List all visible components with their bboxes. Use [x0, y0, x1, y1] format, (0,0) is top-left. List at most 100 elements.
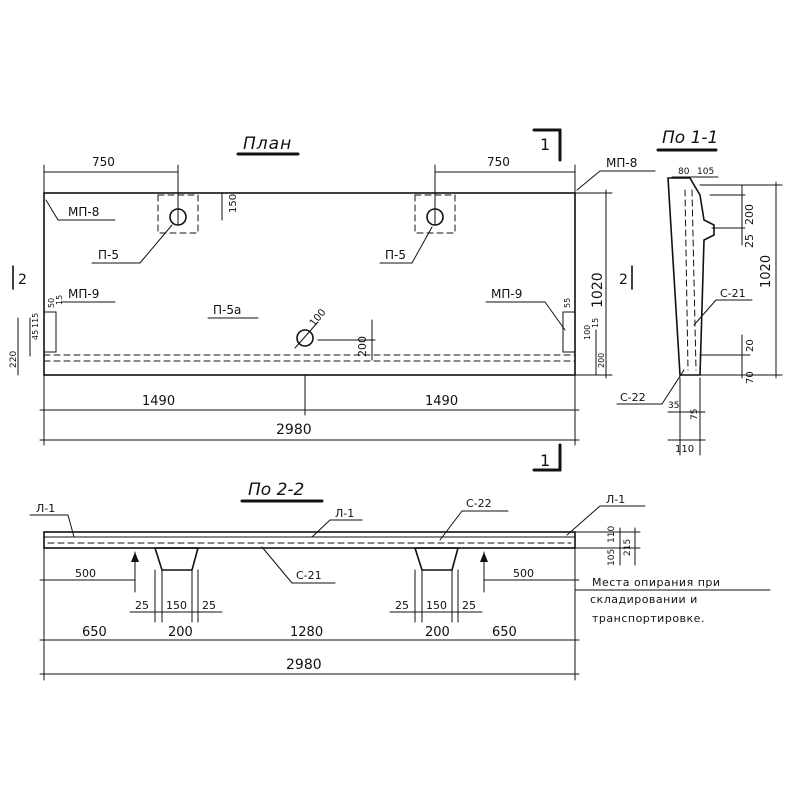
mp9-right-label: МП-9: [491, 287, 522, 301]
cut-1-top: 1: [540, 135, 550, 154]
dim-150: 150: [228, 194, 239, 213]
leader: [411, 226, 433, 264]
leader: [544, 301, 566, 331]
leader: [661, 369, 685, 405]
dim-220: 220: [9, 351, 19, 368]
loop-axis: [294, 321, 319, 349]
p5-left-label: П-5: [98, 248, 119, 262]
mp8-left-label: МП-8: [68, 205, 99, 219]
mp9-left-label: МП-9: [68, 287, 99, 301]
dim-105: 105: [697, 167, 714, 177]
section-2-2: По 2-2 Л-1 Л-1 Л-1 С-22 С-21 105 110: [29, 480, 771, 681]
dim-750-left: 750: [92, 155, 115, 169]
dim-35: 35: [668, 401, 679, 411]
note-line-3: транспортировке.: [592, 612, 705, 625]
loop-box-right: [414, 194, 456, 234]
dim-200-right: 200: [425, 625, 450, 640]
dim-500-right: 500: [513, 567, 534, 580]
beam-outline: [43, 531, 576, 549]
embed-mp9-left: [43, 311, 57, 353]
dim-25: 25: [743, 234, 756, 248]
c21-label-s11: С-21: [720, 287, 746, 300]
dim-75: 75: [690, 409, 700, 420]
leader: [439, 510, 463, 541]
support-right: [413, 547, 460, 571]
c22-label-s22: С-22: [466, 497, 492, 510]
section-11-title: По 1-1: [662, 128, 718, 148]
dim-80: 80: [678, 167, 690, 177]
plan-title: План: [243, 134, 292, 154]
dim-215: 215: [623, 539, 633, 556]
leader: [45, 199, 59, 221]
leader: [693, 299, 717, 326]
dim-2980-s22: 2980: [286, 657, 322, 673]
rebar-line: [691, 189, 697, 371]
l1-mid-label: Л-1: [335, 507, 354, 520]
dim-200-left: 200: [168, 625, 193, 640]
leader: [67, 514, 75, 538]
dim-200: 200: [743, 204, 756, 225]
mp8-right-label: МП-8: [606, 156, 637, 170]
dim-200b: 200: [597, 353, 606, 368]
dim-45: 45: [31, 330, 40, 340]
dim-15b: 15: [591, 318, 600, 328]
dim-110-s22: 110: [607, 526, 617, 543]
leader: [576, 170, 601, 191]
embed-mp9-right: [562, 311, 576, 353]
dim-25-b: 25: [202, 599, 216, 612]
dim-500-left: 500: [75, 567, 96, 580]
arrow-head: [480, 552, 488, 562]
note-line-2: складировании и: [590, 593, 698, 606]
plan-slab-outline: [43, 192, 576, 376]
l1-left-label: Л-1: [36, 502, 55, 515]
dim-200: 200: [356, 336, 369, 357]
dim-50: 50: [47, 298, 56, 308]
c21-label-s22: С-21: [296, 569, 322, 582]
dim-55: 55: [563, 298, 572, 308]
dim-15: 15: [55, 295, 64, 305]
dim-20: 20: [745, 339, 756, 352]
p5-right-label: П-5: [385, 248, 406, 262]
dim-750-right: 750: [487, 155, 510, 169]
dim-650-right: 650: [492, 625, 517, 640]
arrow-head: [131, 552, 139, 562]
support-left: [153, 547, 200, 571]
leader: [566, 505, 601, 536]
plan-view: План 750 750 150 МП-8 МП-8 П-5: [9, 128, 656, 472]
dim-70: 70: [745, 371, 756, 384]
leader: [311, 519, 331, 538]
dim-1490-right: 1490: [425, 394, 458, 409]
note-line-1: Места опирания при: [592, 576, 721, 589]
cut-2-left: 2: [18, 272, 27, 288]
cut-1-bottom: 1: [540, 451, 550, 470]
leader: [261, 546, 293, 584]
dim-1020-section: 1020: [759, 255, 774, 288]
dim-1490-left: 1490: [142, 394, 175, 409]
dim-150-b: 150: [426, 599, 447, 612]
leader: [139, 224, 173, 264]
section-1-1: По 1-1 80 105 200 25 1020 С-21 20 70 С-2…: [616, 128, 783, 456]
dim-115: 115: [31, 313, 40, 328]
dim-25-c: 25: [395, 599, 409, 612]
dim-100: 100: [308, 307, 329, 329]
dim-100b: 100: [583, 325, 592, 340]
dim-650-left: 650: [82, 625, 107, 640]
dim-1020: 1020: [590, 272, 606, 308]
dim-25-d: 25: [462, 599, 476, 612]
dim-110: 110: [675, 444, 694, 455]
l1-right-label: Л-1: [606, 493, 625, 506]
loop-box-left: [157, 194, 199, 234]
c22-label-s11: С-22: [620, 391, 646, 404]
rebar-line: [684, 189, 689, 371]
dim-2980: 2980: [276, 422, 312, 438]
dim-105-s22: 105: [607, 549, 617, 566]
lifting-loop-center-icon: [296, 329, 314, 347]
section-11-profile: [667, 177, 715, 376]
section-22-title: По 2-2: [248, 480, 304, 500]
dim-1280: 1280: [290, 625, 323, 640]
dim-25-a: 25: [135, 599, 149, 612]
p5a-label: П-5а: [213, 303, 241, 317]
dim-150-a: 150: [166, 599, 187, 612]
cut-2-right: 2: [619, 272, 628, 288]
